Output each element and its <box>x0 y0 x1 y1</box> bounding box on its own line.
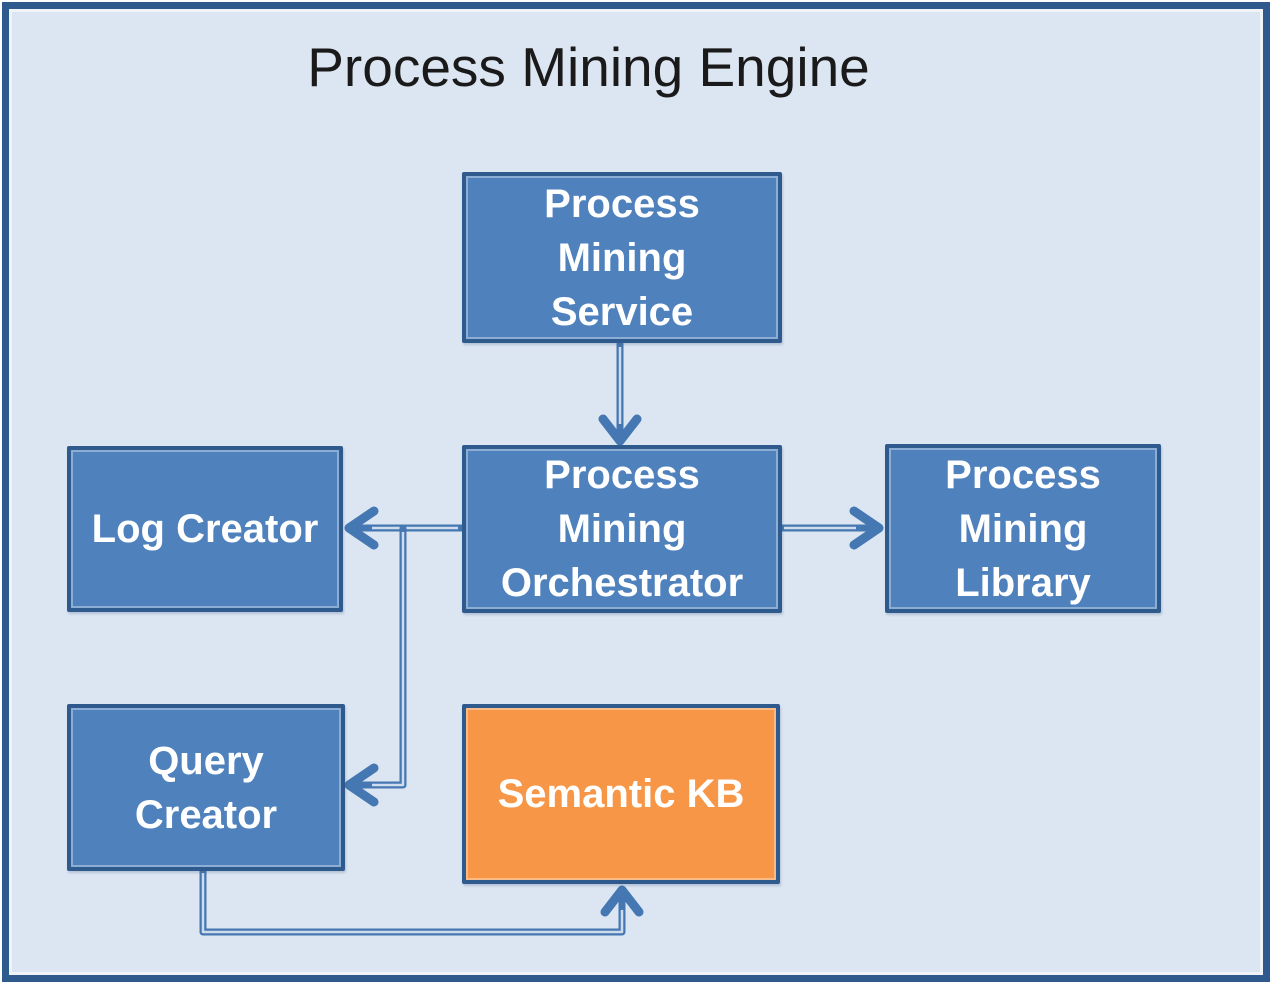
node-process-mining-orchestrator: Process Mining Orchestrator <box>462 445 782 613</box>
node-query-creator-label: Query Creator <box>134 738 278 837</box>
node-semantic-kb-label: Semantic KB <box>497 772 745 816</box>
node-process-mining-library: Process Mining Library <box>885 444 1161 613</box>
node-process-mining-service: Process Mining Service <box>462 172 782 343</box>
node-process-mining-library-label: Process Mining Library <box>945 452 1101 605</box>
node-semantic-kb: Semantic KB <box>462 704 780 884</box>
node-log-creator: Log Creator <box>67 446 343 612</box>
diagram-title: Process Mining Engine <box>307 36 870 98</box>
node-process-mining-service-label: Process Mining Service <box>544 181 700 334</box>
node-process-mining-orchestrator-label: Process Mining Orchestrator <box>500 453 744 605</box>
node-query-creator: Query Creator <box>67 704 345 871</box>
node-log-creator-label: Log Creator <box>91 507 319 551</box>
